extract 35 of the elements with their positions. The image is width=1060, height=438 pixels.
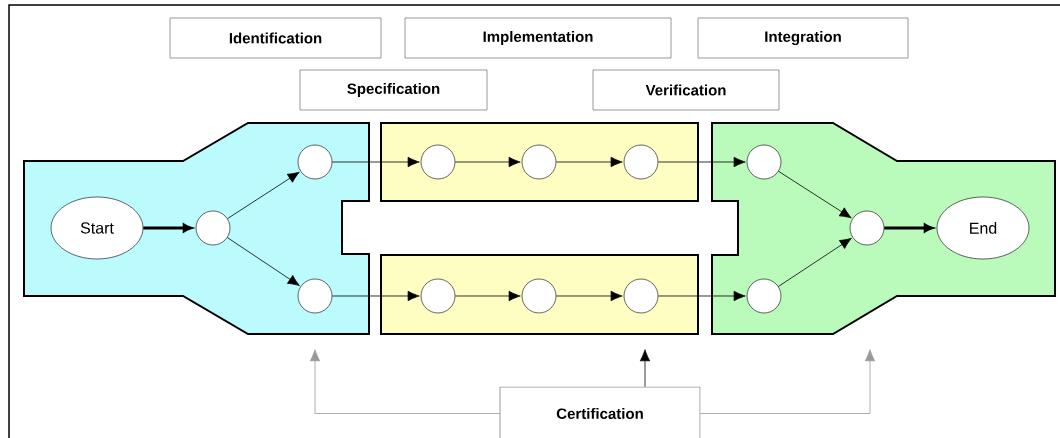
connector-arrow	[309, 349, 500, 414]
arrow	[143, 223, 193, 233]
label-box: Identification	[169, 17, 382, 59]
arrow	[331, 290, 420, 302]
circle-node	[623, 144, 659, 180]
arrow	[555, 156, 623, 168]
connector-arrow	[639, 349, 651, 387]
arrow	[657, 290, 746, 302]
label-box: Verification	[592, 69, 780, 111]
label-box: Implementation	[404, 17, 672, 59]
circle-node	[746, 144, 782, 180]
circle-node	[420, 144, 456, 180]
label-box: Certification	[499, 386, 701, 438]
circle-node	[746, 278, 782, 314]
circle-node	[420, 278, 456, 314]
circle-node	[521, 278, 557, 314]
arrow	[884, 223, 934, 233]
arrow	[227, 171, 300, 219]
arrow	[657, 156, 746, 168]
arrow	[227, 237, 300, 286]
circle-node	[195, 210, 231, 246]
arrow	[331, 156, 420, 168]
arrow	[454, 290, 521, 302]
label-box: Specification	[299, 69, 488, 111]
arrow	[778, 237, 852, 287]
circle-node	[297, 278, 333, 314]
circle-node	[849, 210, 885, 246]
circle-node	[521, 144, 557, 180]
arrow	[555, 290, 623, 302]
arrow	[778, 170, 852, 219]
connector-arrow	[700, 349, 876, 414]
arrow	[454, 156, 521, 168]
label-box: Integration	[697, 17, 909, 59]
circle-node	[297, 144, 333, 180]
circle-node	[623, 278, 659, 314]
